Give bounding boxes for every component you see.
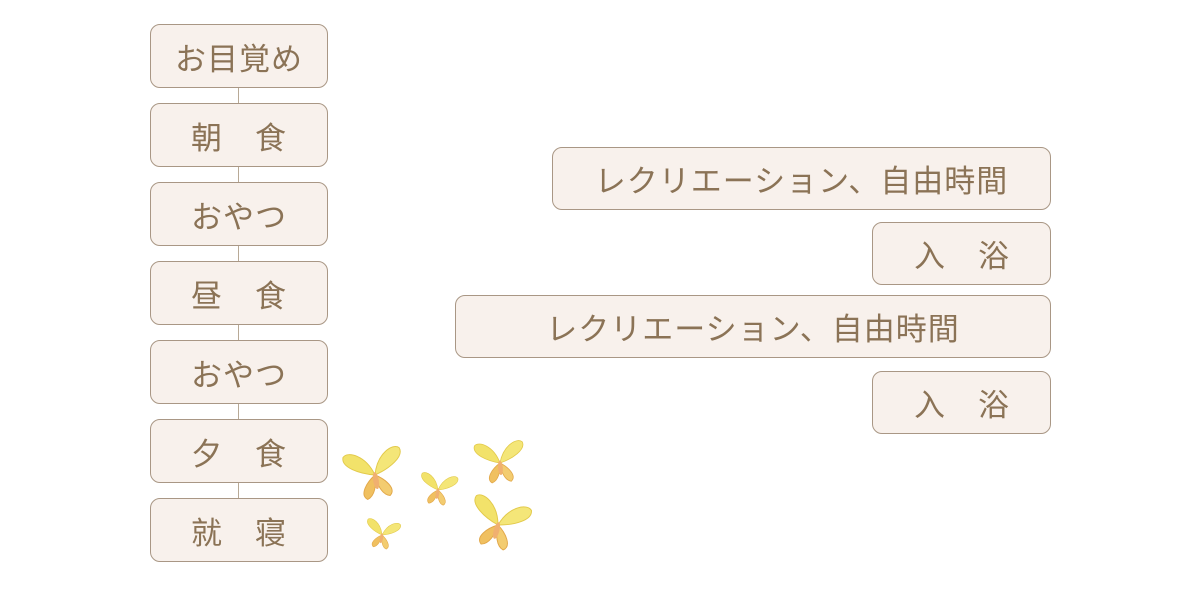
activity-recreation-2: レクリエーション、自由時間: [455, 295, 1051, 358]
connector-line: [238, 404, 239, 419]
schedule-item-dinner: 夕 食: [150, 419, 328, 483]
connector-line: [238, 483, 239, 498]
activity-recreation-1: レクリエーション、自由時間: [552, 147, 1051, 210]
butterfly-icon: [473, 439, 527, 485]
schedule-item-snack-afternoon: おやつ: [150, 340, 328, 404]
schedule-item-wake-up: お目覚め: [150, 24, 328, 88]
schedule-item-lunch: 昼 食: [150, 261, 328, 325]
connector-line: [238, 246, 239, 261]
schedule-item-bedtime: 就 寝: [150, 498, 328, 562]
activity-bath-1: 入 浴: [872, 222, 1051, 285]
connector-line: [238, 167, 239, 182]
connector-line: [238, 88, 239, 103]
schedule-item-breakfast: 朝 食: [150, 103, 328, 167]
schedule-item-snack-morning: おやつ: [150, 182, 328, 246]
butterflies-decoration: [341, 439, 533, 556]
butterfly-icon: [341, 445, 409, 503]
butterfly-icon: [362, 517, 402, 552]
butterfly-icon: [417, 471, 459, 508]
connector-line: [238, 325, 239, 340]
butterfly-icon: [463, 493, 533, 556]
activity-bath-2: 入 浴: [872, 371, 1051, 434]
